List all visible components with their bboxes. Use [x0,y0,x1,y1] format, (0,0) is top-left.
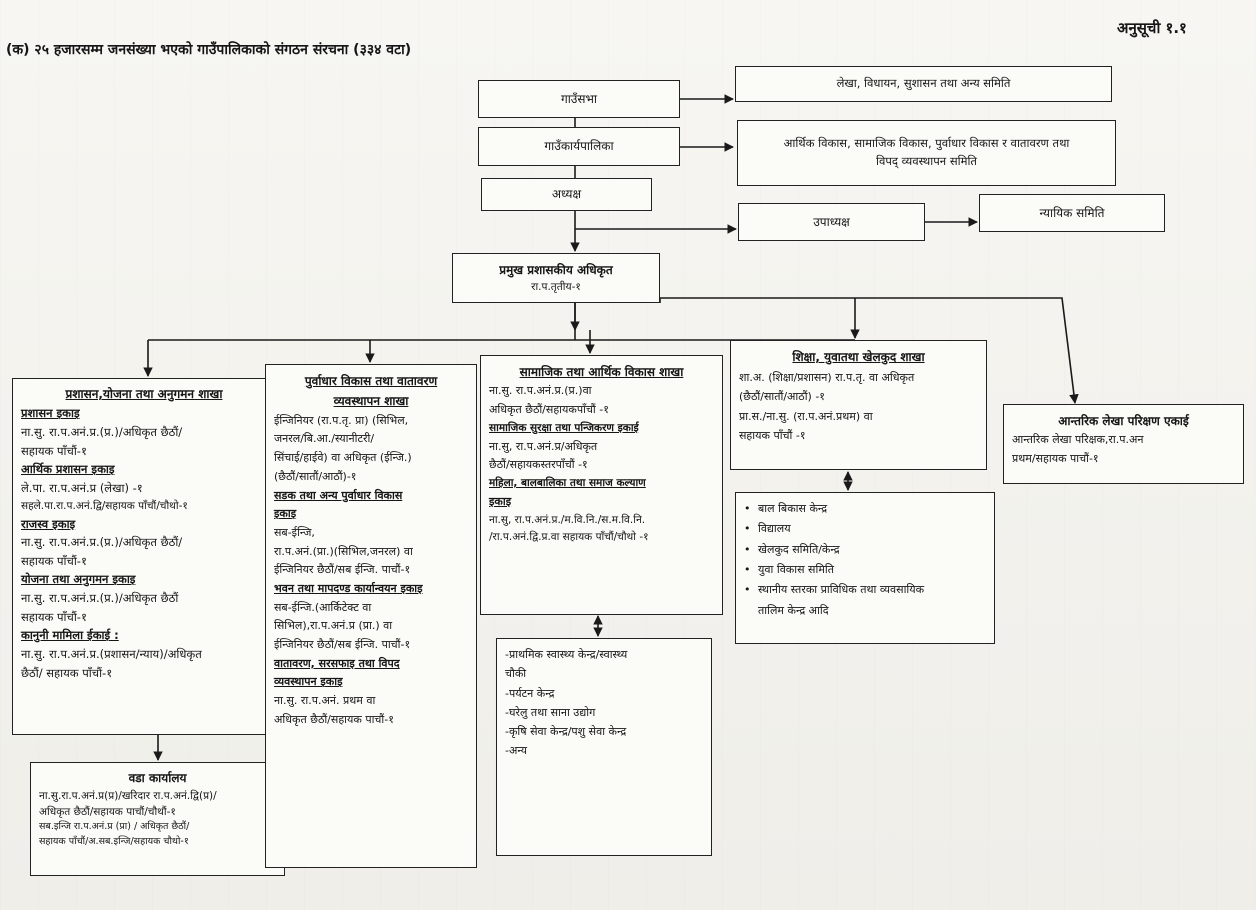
branch1-line: छैठौं/ सहायक पाँचौं-१ [21,665,113,680]
edu-item: बाल बिकास केन्द्र [744,499,986,520]
branch1-unit-2: आर्थिक प्रशासन इकाइ [21,462,115,477]
ward-line: सब.इन्जि रा.प.अनं.प्र (प्रा) / अधिकृत छै… [39,821,190,833]
branch1-line: सहायक पाँचौं-१ [21,609,87,624]
branch3-unit-1: सामाजिक सुरक्षा तथा पन्जिकरण इकाई [489,421,639,434]
edu-item: विद्यालय [744,519,986,540]
ward-line: ना.सु.रा.प.अनं.प्र(प्र)/खरिदार रा.प.अनं.… [39,789,217,802]
branch3-line: ना.सु, रा.प.अनं.प्र/अधिकृत [489,439,598,453]
branch2-unit-2: भवन तथा मापदण्ड कार्यान्वयन इकाइ [274,581,423,595]
branch3-line: ना.सु. रा.प.अनं.प्र.(प्र.)वा [489,384,592,398]
branch-social-economic: सामाजिक तथा आर्थिक विकास शाखा ना.सु. रा.… [480,355,723,615]
gaunsabha-committee-label: लेखा, विधायन, सुशासन तथा अन्य समिति [836,76,1011,91]
branch2-title-1: पुर्वाधार विकास तथा वातावरण [304,374,438,388]
branch4-line: (छैठौं/सातौं/आठौं) -१ [739,390,826,404]
branch1-line: ना.सु. रा.प.अनं.प्र.(प्र.)/अधिकृत छैठौं [21,591,179,606]
branch2-line: (छैठौं/सातौं/आठौं)-१ [274,469,357,483]
branch2-line: अधिकृत छैठौं/सहायक पाचौं-१ [274,712,394,726]
branch3-line: छैठौं/सहायकस्तरपाँचौं -१ [489,458,588,472]
branch2-line: सब-ईन्जि.(आर्किटेक्ट वा [274,600,372,614]
services-line: -अन्य [505,744,527,758]
audit-line: प्रथम/सहायक पाचौं-१ [1012,452,1099,466]
branch1-line: ना.सु. रा.प.अनं.प्र.(प्रशासन/न्याय)/अधिक… [21,646,202,661]
branch2-line: रा.प.अनं.(प्रा.)(सिभिल,जनरल) वा [274,544,413,558]
branch1-unit-5: कानुनी मामिला ईकाई : [21,628,119,643]
page-title: (क) २५ हजारसम्म जनसंख्या भएको गाउँपालिका… [6,42,412,58]
audit-title: आन्तरिक लेखा परिक्षण एकाई [1058,414,1189,428]
branch1-unit-3: राजस्व इकाइ [21,516,76,531]
branch-infrastructure: पुर्वाधार विकास तथा वातावरण व्यवस्थापन श… [265,364,477,868]
services-line: -घरेलु तथा साना उद्योग [505,705,596,719]
ward-title: वडा कार्यालय [128,771,187,785]
karyapalika-committee-box: आर्थिक विकास, सामाजिक विकास, पुर्वाधार व… [737,120,1116,186]
nyayik-label: न्यायिक समिति [1039,205,1105,220]
branch1-unit-1: प्रशासन इकाइ [21,406,80,421]
edu-item: युवा विकास समिति [744,560,986,581]
karyapalika-label: गाउँकार्यपालिका [544,139,614,154]
gaunsabha-label: गाउँसभा [560,91,598,106]
cao-title: प्रमुख प्रशासकीय अधिकृत [499,262,613,277]
branch2-line: ना.सु. रा.प.अनं. प्रथम वा [274,694,376,708]
services-box: -प्राथमिक स्वास्थ्य केन्द्र/स्वास्थ्य चौ… [496,638,712,856]
branch2-title-2: व्यवस्थापन शाखा [333,394,409,409]
audit-line: आन्तरिक लेखा परिक्षक,रा.प.अन [1012,433,1144,447]
edu-item: स्थानीय स्तरका प्राविधिक तथा व्यवसायिक [744,580,986,601]
karyapalika-committee-line-1: आर्थिक विकास, सामाजिक विकास, पुर्वाधार व… [783,136,1070,151]
branch2-line: सिंचाई/हाईवे) वा अधिकृत (ईन्जि.) [274,451,412,465]
upadhyaksha-box: उपाध्यक्ष [738,203,925,241]
internal-audit-box: आन्तरिक लेखा परिक्षण एकाई आन्तरिक लेखा प… [1003,404,1244,484]
branch1-line: ना.सु. रा.प.अनं.प्र.(प्र.)/अधिकृत छैठौं/ [21,535,183,550]
branch2-unit-1: सडक तथा अन्य पुर्वाधार विकास [274,488,403,502]
karyapalika-committee-line-2: विपद् व्यवस्थापन समिति [876,154,977,168]
branch2-unit-3: वातावरण, सरसफाइ तथा विपद [274,656,400,670]
upadhyaksha-label: उपाध्यक्ष [813,214,850,229]
branch-education-youth-sports: शिक्षा, युवातथा खेलकुद शाखा शा.अ. (शिक्ष… [730,340,987,470]
services-line: -प्राथमिक स्वास्थ्य केन्द्र/स्वास्थ्य [505,648,628,661]
branch1-line: सहायक पाँचौं-१ [21,443,87,458]
branch3-unit-2b: इकाइ [489,494,512,508]
branch-admin-planning: प्रशासन,योजना तथा अनुगमन शाखा प्रशासन इक… [12,378,276,735]
branch1-line: सहले.पा.रा.प.अनं.द्वि/सहायक पाँचौं/चौथो-… [21,499,188,512]
branch2-line: सब-ईन्जि, [274,525,315,539]
edu-item: खेलकुद समिति/केन्द्र [744,540,986,561]
services-line: -कृषि सेवा केन्द्र/पशु सेवा केन्द्र [505,725,627,738]
education-institutions-box: बाल बिकास केन्द्र विद्यालय खेलकुद समिति/… [735,492,995,644]
cao-level: रा.प.तृतीय-१ [531,281,581,294]
branch2-unit-3b: व्यवस्थापन इकाइ [274,675,343,689]
karyapalika-box: गाउँकार्यपालिका [478,127,680,166]
ward-line: सहायक पाँचौं/अ.सब.इन्जि/सहायक चौथो-१ [39,835,189,847]
branch3-line: अधिकृत छैठौं/सहायकपाँचौं -१ [489,403,609,417]
branch2-line: ईन्जिनियर छैठौं/सब ईन्जि. पाचौं-१ [274,563,411,577]
cao-box: प्रमुख प्रशासकीय अधिकृत रा.प.तृतीय-१ [452,253,660,303]
branch3-title: सामाजिक तथा आर्थिक विकास शाखा [519,365,684,379]
adhyaksha-box: अध्यक्ष [481,178,652,211]
branch1-line: ले.पा. रा.प.अनं.प्र (लेखा) -१ [21,480,143,495]
edu-item-continued: तालिम केन्द्र आदि [758,603,829,617]
branch1-unit-4: योजना तथा अनुगमन इकाइ [21,572,136,587]
branch3-line: /रा.प.अनं.द्वि.प्र.वा सहायक पाँचौं/चौथो … [489,531,649,544]
branch1-line: ना.सु. रा.प.अनं.प्र.(प्र.)/अधिकृत छैठौं/ [21,425,183,440]
branch4-line: सहायक पाँचौं -१ [739,428,806,442]
branch3-line: ना.सु, रा.प.अनं.प्र./म.वि.नि./स.म.वि.नि. [489,513,646,526]
services-line: चौकी [505,667,527,681]
branch1-line: सहायक पाँचौं-१ [21,553,87,568]
branch1-title: प्रशासन,योजना तथा अनुगमन शाखा [65,387,223,401]
branch2-line: ईन्जिनियर छैठौं/सब ईन्जि. पाचौं-१ [274,638,411,652]
nyayik-box: न्यायिक समिति [979,194,1165,232]
branch3-unit-2: महिला, बालबालिका तथा समाज कल्याण [489,476,646,489]
gaunsabha-box: गाउँसभा [478,80,680,118]
branch2-line: ईन्जिनियर (रा.प.तृ. प्रा) (सिभिल, [274,413,409,427]
schedule-label: अनुसूची १.१ [1117,19,1187,37]
branch2-unit-1b: इकाइ [274,507,297,521]
ward-line: अधिकृत छैठौं/सहायक पाचौं/चौथौं-१ [39,805,176,818]
adhyaksha-label: अध्यक्ष [551,187,582,202]
services-line: -पर्यटन केन्द्र [505,686,555,700]
gaunsabha-committee-box: लेखा, विधायन, सुशासन तथा अन्य समिति [735,66,1112,102]
branch4-title: शिक्षा, युवातथा खेलकुद शाखा [792,350,925,364]
branch4-line: प्रा.स./ना.सु. (रा.प.अनं.प्रथम) वा [739,409,873,423]
branch2-line: सिभिल),रा.प.अनं.प्र (प्रा.) वा [274,619,393,633]
ward-office-box: वडा कार्यालय ना.सु.रा.प.अनं.प्र(प्र)/खरि… [30,762,285,876]
branch4-line: शा.अ. (शिक्षा/प्रशासन) रा.प.तृ. वा अधिकृ… [739,371,915,384]
branch2-line: जनरल/बि.आ./स्यानीटरी/ [274,432,375,446]
